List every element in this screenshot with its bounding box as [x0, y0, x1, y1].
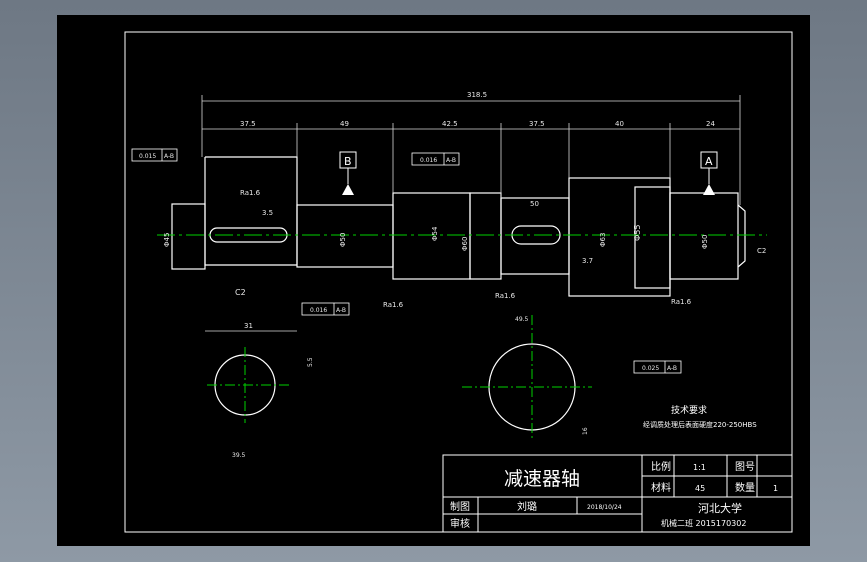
- tech-line1: 经调质处理后表面硬度220-250HBS: [643, 420, 757, 429]
- drawn-label: 制图: [450, 500, 470, 513]
- drawn-date: 2018/10/24: [587, 504, 622, 511]
- section-right: 49.5 16: [462, 315, 592, 440]
- shaft-seg1: [204, 156, 298, 266]
- tol-1: 0.015: [139, 153, 156, 160]
- shaft-end-right: [737, 204, 746, 268]
- dia-1: Φ45: [163, 233, 171, 247]
- class-info: 机械二班 2015170302: [661, 518, 746, 528]
- dia-6: Φ55: [633, 225, 642, 241]
- ra-3: Ra1.6: [495, 292, 516, 300]
- ra-4: Ra1.6: [671, 298, 692, 306]
- dim-seg6: 24: [706, 120, 715, 128]
- shaft-collar: [568, 177, 671, 297]
- tol-2: 0.016: [420, 157, 437, 164]
- check-label: 审核: [450, 517, 470, 530]
- drawing-no-label: 图号: [735, 461, 755, 473]
- dia-3: Φ54: [431, 226, 439, 241]
- qty-value: 1: [773, 484, 778, 493]
- dim-keyway-len: 50: [530, 200, 539, 208]
- shaft-drawing[interactable]: 318.5 37.5 49 42.5 37.5 40 24 3.5 50 31 …: [57, 15, 810, 546]
- dimension-lines: [201, 95, 741, 332]
- drawing-border: [124, 31, 793, 533]
- tol-4: 0.025: [642, 365, 659, 372]
- tolerance-frames: [131, 148, 682, 374]
- tol-3-ref: A-B: [336, 307, 346, 314]
- ra-1: Ra1.6: [240, 189, 261, 197]
- svg-text:39.5: 39.5: [232, 452, 246, 459]
- tol-4-ref: A-B: [667, 365, 677, 372]
- material-value: 45: [695, 484, 705, 493]
- tol-2-ref: A-B: [446, 157, 456, 164]
- qty-label: 数量: [735, 481, 755, 494]
- dia-4: Φ60: [461, 237, 469, 251]
- title-block: [442, 454, 793, 533]
- dim-seg4: 37.5: [529, 120, 545, 128]
- dim-overall: 318.5: [467, 91, 487, 99]
- school-name: 河北大学: [698, 501, 742, 515]
- chamfer-left: C2: [235, 288, 246, 297]
- tol-3: 0.016: [310, 307, 327, 314]
- svg-text:B: B: [344, 155, 352, 168]
- datum-a: A: [700, 151, 718, 195]
- chamfer-right: C2: [757, 247, 766, 255]
- dia-2: Φ50: [339, 233, 347, 247]
- part-name: 减速器轴: [504, 468, 580, 490]
- dim-seg1: 37.5: [240, 120, 256, 128]
- datum-b: B: [339, 151, 357, 195]
- dim-seg5: 40: [615, 120, 624, 128]
- dim-seg3: 42.5: [442, 120, 458, 128]
- tol-1-ref: A-B: [164, 153, 174, 160]
- shaft-seg3b: [469, 192, 502, 280]
- shaft-seg6: [669, 192, 739, 280]
- tech-title: 技术要求: [671, 404, 707, 416]
- dim-key-width: 31: [244, 322, 253, 330]
- dim-step: 3.7: [582, 257, 593, 265]
- scale-value: 1:1: [693, 463, 706, 472]
- section-left: 5.5 39.5: [207, 347, 314, 459]
- svg-text:5.5: 5.5: [307, 357, 314, 367]
- shaft-end-left: [171, 203, 206, 270]
- ra-2: Ra1.6: [383, 301, 404, 309]
- material-label: 材料: [651, 481, 671, 494]
- scale-label: 比例: [651, 460, 671, 473]
- shaft-seg4: [500, 197, 570, 275]
- dia-5: Φ63: [599, 233, 607, 247]
- dim-seg2: 49: [340, 120, 349, 128]
- dia-7: Φ50: [701, 235, 709, 249]
- svg-text:A: A: [705, 155, 713, 168]
- dim-key-offset: 3.5: [262, 209, 273, 217]
- drawn-name: 刘璐: [517, 500, 537, 513]
- svg-text:16: 16: [582, 427, 589, 435]
- shaft-outline: [171, 156, 746, 297]
- drawing-sheet[interactable]: 318.5 37.5 49 42.5 37.5 40 24 3.5 50 31 …: [57, 15, 810, 546]
- svg-text:49.5: 49.5: [515, 316, 529, 323]
